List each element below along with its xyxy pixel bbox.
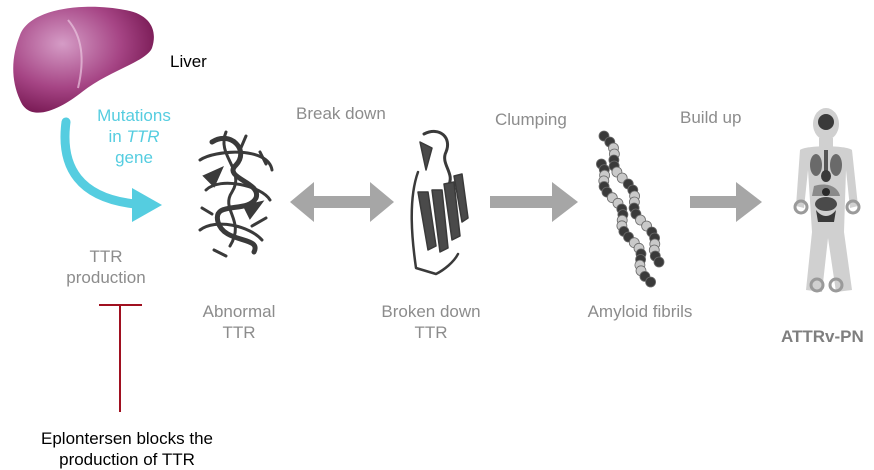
abnormal-ttr-label: Abnormal TTR: [180, 301, 298, 343]
mutations-line3: gene: [84, 147, 184, 168]
liver-label: Liver: [170, 51, 207, 72]
clumping-label: Clumping: [495, 109, 567, 130]
ttr-production-label: TTR production: [46, 246, 166, 288]
abnormal-ttr-icon: [200, 132, 272, 256]
amyloid-fibrils-label: Amyloid fibrils: [570, 301, 710, 322]
double-arrow-icon: [290, 182, 394, 222]
broken-down-ttr-label: Broken down TTR: [366, 301, 496, 343]
mutations-line2: in TTR: [84, 126, 184, 147]
mutations-label: Mutations in TTR gene: [84, 105, 184, 168]
fibril-bead: [654, 257, 664, 267]
attrv-pn-label: ATTRv-PN: [781, 326, 864, 347]
broken-ttr-icon: [412, 131, 468, 274]
ttr-italic: TTR: [126, 127, 159, 146]
arrow-icon-buildup: [690, 182, 762, 222]
liver-icon: [13, 7, 154, 113]
inhibitor-line: [99, 305, 142, 412]
build-up-label: Build up: [680, 107, 741, 128]
mutations-line1: Mutations: [84, 105, 184, 126]
human-body-icon: [795, 108, 859, 292]
amyloid-fibril-icon: [596, 131, 664, 287]
arrow-icon-clumping: [490, 182, 578, 222]
fibril-bead: [646, 277, 656, 287]
eplontersen-label: Eplontersen blocks the production of TTR: [20, 428, 234, 470]
break-down-label: Break down: [296, 103, 386, 124]
